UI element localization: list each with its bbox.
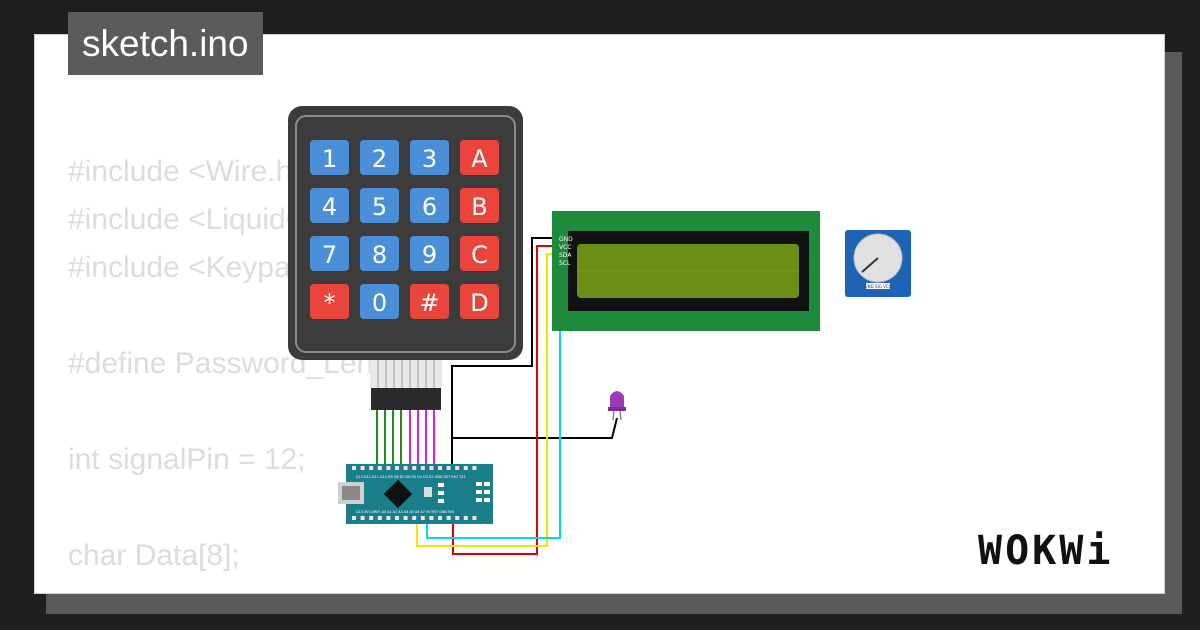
lcd-pin-vcc: VCC: [559, 244, 571, 251]
header-pin: [403, 516, 408, 520]
keypad-key[interactable]: 2: [360, 140, 399, 175]
header-pin: [412, 466, 417, 470]
keypad-key-label: 4: [322, 193, 337, 221]
header-pin: [369, 466, 374, 470]
header-pin: [386, 466, 391, 470]
header-pin: [472, 516, 477, 520]
keypad-key-label: 8: [372, 241, 387, 269]
wire-gnd-lcd: [451, 237, 557, 468]
keypad-ribbon: [370, 356, 442, 410]
header-pin: [463, 466, 468, 470]
header-pin: [360, 516, 365, 520]
lcd-pin-sda: SDA: [559, 252, 572, 259]
keypad-key-label: 1: [322, 145, 337, 173]
keypad-key[interactable]: #: [410, 284, 449, 319]
header-pin: [412, 516, 417, 520]
keypad-key-label: A: [471, 145, 488, 173]
header-pin: [429, 516, 434, 520]
wokwi-logo: WOKWi: [978, 528, 1114, 574]
nano-top-labels: D13 D12 D11 D10 D9 D8 D7 D6 D5 D4 D3 D2 …: [356, 475, 466, 479]
keypad-key[interactable]: B: [460, 188, 499, 223]
keypad-key-label: 0: [372, 289, 387, 317]
chip-icon: [383, 479, 413, 509]
header-pin: [377, 516, 382, 520]
header-pin: [429, 466, 434, 470]
header-pin: [395, 466, 399, 470]
keypad-key[interactable]: C: [460, 236, 499, 271]
keypad-key[interactable]: 9: [410, 236, 449, 271]
lcd-1602-i2c[interactable]: GND VCC SDA SCL: [552, 211, 820, 331]
code-line: char Data[8];: [68, 539, 240, 572]
keypad-key[interactable]: 1: [310, 140, 349, 175]
keypad-key-label: 6: [422, 193, 437, 221]
keypad-key-label: 3: [422, 145, 437, 173]
keypad-key-label: C: [471, 241, 488, 269]
keypad-key-label: #: [419, 289, 439, 317]
keypad-key-label: 9: [422, 241, 437, 269]
header-pin: [420, 466, 425, 470]
header-pin: [438, 516, 442, 520]
keypad-key[interactable]: 4: [310, 188, 349, 223]
svg-text:GND SIG VCC: GND SIG VCC: [865, 284, 892, 289]
header-pin: [420, 516, 425, 520]
lcd-pin-scl: SCL: [559, 260, 571, 267]
header-pin: [386, 516, 391, 520]
header-pin: [369, 516, 374, 520]
keypad-key-label: D: [470, 289, 488, 317]
sketch-filename-tab[interactable]: sketch.ino: [68, 12, 263, 75]
header-pin: [377, 466, 382, 470]
keypad-key[interactable]: 3: [410, 140, 449, 175]
header-pin: [403, 466, 408, 470]
keypad-key-label: 5: [372, 193, 387, 221]
wire-gnd-led: [452, 417, 618, 439]
header-pin: [455, 516, 460, 520]
header-pin: [395, 516, 399, 520]
wire-sda: [416, 253, 557, 547]
header-pin: [455, 466, 460, 470]
arduino-nano[interactable]: D13 D12 D11 D10 D9 D8 D7 D6 D5 D4 D3 D2 …: [338, 464, 493, 524]
keypad-key[interactable]: 5: [360, 188, 399, 223]
keypad-key[interactable]: 6: [410, 188, 449, 223]
header-pin: [352, 466, 356, 470]
header-pin: [438, 466, 442, 470]
keypad-key[interactable]: D: [460, 284, 499, 319]
potentiometer[interactable]: GND SIG VCC: [845, 230, 911, 297]
header-pin: [463, 516, 468, 520]
keypad-key-label: 2: [372, 145, 387, 173]
header-pin: [446, 516, 451, 520]
header-pin: [472, 466, 477, 470]
keypad-key[interactable]: 8: [360, 236, 399, 271]
keypad-key[interactable]: A: [460, 140, 499, 175]
nano-bottom-labels: D13 3V3 AREF A0 A1 A2 A3 A4 A5 A6 A7 5V …: [356, 510, 454, 514]
keypad-4x4[interactable]: 1 2 3 A 4 5 6 B 7 8 9 C * 0 # D: [288, 106, 523, 360]
header-pin: [446, 466, 451, 470]
led[interactable]: [608, 391, 626, 421]
keypad-key-label: 7: [322, 241, 337, 269]
keypad-connector: [371, 388, 441, 410]
code-line: int signalPin = 12;: [68, 443, 306, 476]
keypad-key[interactable]: *: [310, 284, 349, 319]
header-pin: [352, 516, 356, 520]
keypad-key-label: *: [324, 289, 336, 317]
keypad-key[interactable]: 7: [310, 236, 349, 271]
header-pin: [360, 466, 365, 470]
keypad-key[interactable]: 0: [360, 284, 399, 319]
lcd-pin-gnd: GND: [559, 236, 573, 243]
keypad-key-label: B: [471, 193, 487, 221]
wire-vcc: [452, 245, 557, 555]
